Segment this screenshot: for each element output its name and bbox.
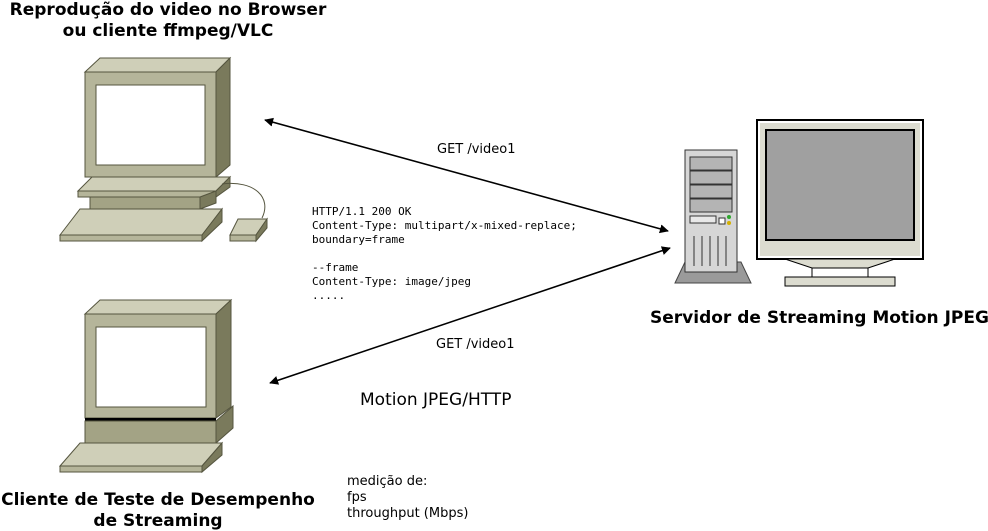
- measurement-note: medição de: fps throughput (Mbps): [347, 474, 468, 522]
- browser-client-title-line1: Reprodução do video no Browser: [9, 0, 327, 20]
- arrow-testclient-server: [269, 246, 671, 385]
- browser-client-title: Reprodução do video no Browser ou client…: [4, 0, 332, 42]
- http-response-text: HTTP/1.1 200 OK Content-Type: multipart/…: [312, 205, 577, 302]
- test-client-title: Cliente de Teste de Desempenho de Stream…: [0, 490, 316, 531]
- server-monitor-icon: [756, 119, 924, 287]
- arrow-browser-server: [264, 117, 669, 234]
- test-client-computer-icon: [58, 298, 234, 474]
- measurement-line2: fps: [347, 490, 367, 505]
- measurement-line1: medição de:: [347, 474, 428, 489]
- measurement-line3: throughput (Mbps): [347, 506, 469, 521]
- protocol-label: Motion JPEG/HTTP: [360, 390, 512, 410]
- browser-client-computer-icon: [58, 56, 268, 243]
- get-request-top-label: GET /video1: [437, 142, 516, 157]
- server-title: Servidor de Streaming Motion JPEG: [650, 308, 988, 328]
- server-tower-icon: [674, 149, 752, 284]
- test-client-title-line2: de Streaming: [93, 511, 223, 531]
- test-client-title-line1: Cliente de Teste de Desempenho: [1, 490, 315, 510]
- get-request-bottom-label: GET /video1: [436, 337, 515, 352]
- browser-client-title-line2: ou cliente ffmpeg/VLC: [62, 21, 274, 41]
